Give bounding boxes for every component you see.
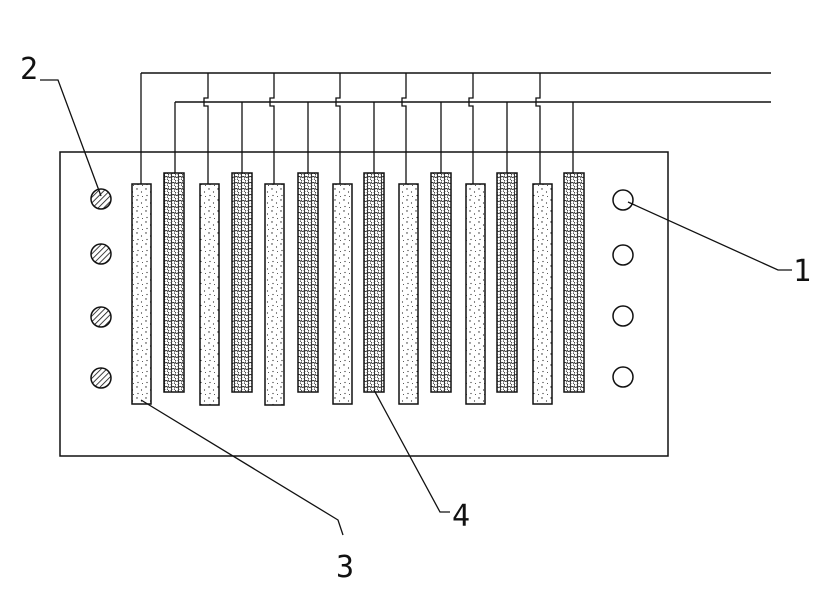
plate-electrode (131, 183, 152, 405)
hatched-hole (90, 243, 112, 265)
label-1: 1 (793, 254, 812, 289)
plate-electrode (398, 183, 419, 405)
plate-electrodes (131, 183, 553, 406)
plate-lead (468, 73, 474, 184)
plate-electrode (199, 183, 220, 406)
label-3: 3 (336, 550, 355, 585)
leader-line-2 (40, 79, 102, 197)
mesh-electrode (430, 172, 452, 393)
tank-outline (59, 151, 669, 457)
mesh-electrode (297, 172, 319, 393)
open-holes (612, 189, 634, 388)
mesh-electrode (496, 172, 518, 393)
open-hole (612, 189, 634, 211)
lead-wires (140, 73, 574, 184)
mesh-electrode (163, 172, 185, 393)
mesh-electrode (363, 172, 385, 393)
hatched-hole (90, 367, 112, 389)
hatched-holes (90, 188, 112, 389)
leader-line-4 (373, 389, 450, 513)
mesh-electrodes (163, 172, 585, 393)
plate-electrode (264, 183, 285, 406)
busbars (141, 72, 771, 103)
label-4: 4 (452, 499, 471, 534)
open-hole (612, 244, 634, 266)
plate-lead (535, 73, 541, 184)
leader-line-1 (627, 201, 792, 271)
leader-lines (40, 79, 792, 536)
plate-lead (269, 73, 275, 184)
mesh-electrode (563, 172, 585, 393)
hatched-hole (90, 306, 112, 328)
label-2: 2 (20, 52, 39, 87)
plate-lead (335, 73, 341, 184)
open-hole (612, 305, 634, 327)
hatched-hole (90, 188, 112, 210)
mesh-electrode (231, 172, 253, 393)
plate-electrode (332, 183, 353, 405)
plate-lead (203, 73, 209, 184)
plate-electrode (465, 183, 486, 405)
open-hole (612, 366, 634, 388)
leader-line-3 (140, 399, 344, 536)
plate-lead (401, 73, 407, 184)
plate-electrode (532, 183, 553, 405)
